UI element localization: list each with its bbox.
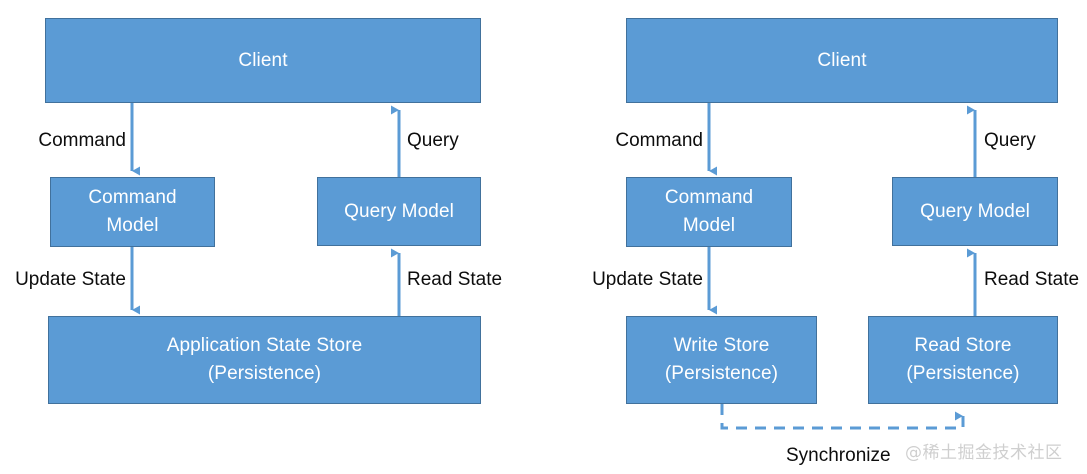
left-node-application-state-store[interactable]: Application State Store (Persistence) [48,316,481,404]
right-node-query-model[interactable]: Query Model [892,177,1058,246]
left-node-command-model[interactable]: Command Model [50,177,215,247]
left-edge-label-command: Command [38,130,126,151]
right-edge-label-command: Command [615,130,703,151]
right-edge-label-read-state: Read State [984,269,1080,290]
right-edge-label-synchronize: Synchronize [786,445,891,466]
right-node-command-model[interactable]: Command Model [626,177,792,247]
right-node-client[interactable]: Client [626,18,1058,103]
right-edge-label-update-state: Update State [592,269,703,290]
left-edge-label-query: Query [407,130,459,151]
left-edge-label-update-state: Update State [15,269,126,290]
right-arrow-synchronize [720,404,965,430]
left-edge-label-read-state: Read State [407,269,503,290]
right-node-write-store[interactable]: Write Store (Persistence) [626,316,817,404]
right-edge-label-query: Query [984,130,1036,151]
left-node-query-model[interactable]: Query Model [317,177,481,246]
right-node-read-store[interactable]: Read Store (Persistence) [868,316,1058,404]
watermark: @稀土掘金技术社区 [905,443,1063,463]
left-node-client[interactable]: Client [45,18,481,103]
